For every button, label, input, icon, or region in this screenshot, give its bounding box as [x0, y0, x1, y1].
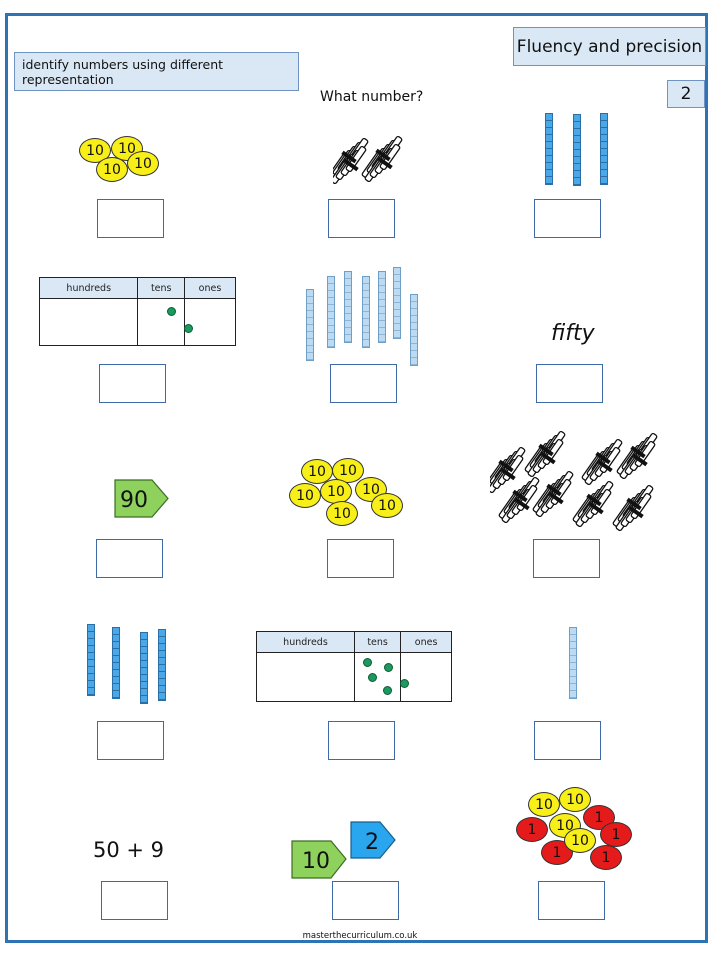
tens-stick-icon	[158, 629, 166, 701]
coin-1-icon: 1	[583, 805, 615, 830]
number-card-arrow-icon: 2	[350, 821, 396, 859]
pv-cell-ones	[183, 298, 237, 346]
answer-box[interactable]	[96, 539, 163, 578]
footer-url: masterthecurriculum.co.uk	[302, 931, 418, 941]
coin-1-icon: 1	[600, 822, 632, 847]
number-card-label: 90	[120, 488, 148, 513]
page-border	[5, 13, 708, 943]
answer-box[interactable]	[538, 881, 605, 920]
addition-expression: 50 + 9	[93, 838, 165, 862]
answer-box[interactable]	[99, 364, 166, 403]
coin-10-icon: 10	[320, 479, 352, 504]
answer-box[interactable]	[101, 881, 168, 920]
tens-stick-icon	[569, 627, 577, 699]
pv-header-hundreds: hundreds	[256, 631, 355, 653]
coin-10-icon: 10	[96, 157, 128, 182]
place-value-counter-icon	[383, 663, 393, 672]
coin-10-icon: 10	[564, 828, 596, 853]
straw-bundles-20	[333, 135, 404, 185]
answer-box[interactable]	[536, 364, 603, 403]
number-word: fifty	[551, 321, 595, 346]
number-card-arrow-icon: 90	[114, 479, 169, 518]
straw-bundle-icon	[580, 438, 624, 486]
answer-box[interactable]	[534, 721, 601, 760]
answer-box[interactable]	[330, 364, 397, 403]
place-value-chart: hundreds tens ones	[256, 631, 452, 702]
answer-box[interactable]	[534, 199, 601, 238]
pv-header-tens: tens	[353, 631, 402, 653]
coin-10-icon: 10	[371, 493, 403, 518]
straw-bundle-icon	[531, 470, 575, 518]
tens-stick-icon	[393, 267, 401, 339]
number-card-label: 10	[302, 849, 330, 874]
pv-header-ones: ones	[183, 277, 237, 299]
tens-stick-icon	[112, 627, 120, 699]
coin-10-icon: 10	[332, 458, 364, 483]
number-cards-12: 2 10	[291, 821, 396, 879]
place-value-counter-icon	[382, 686, 392, 695]
tens-stick-icon	[87, 624, 95, 696]
tens-stick-icon	[378, 271, 386, 343]
place-value-counter-icon	[367, 673, 377, 682]
straw-bundle-icon	[333, 137, 370, 185]
straw-bundle-icon	[571, 480, 615, 528]
page-number: 2	[667, 80, 705, 108]
pv-cell-ones	[400, 652, 452, 702]
learning-objective: identify numbers using different represe…	[14, 52, 299, 91]
answer-box[interactable]	[97, 721, 164, 760]
coin-1-icon: 1	[590, 845, 622, 870]
coin-10-icon: 10	[127, 151, 159, 176]
tens-stick-icon	[410, 294, 418, 366]
place-value-chart: hundreds tens ones	[38, 277, 237, 346]
coin-1-icon: 1	[516, 817, 548, 842]
tens-stick-icon	[327, 276, 335, 348]
answer-box[interactable]	[533, 539, 600, 578]
coin-10-icon: 10	[289, 483, 321, 508]
tens-stick-icon	[306, 289, 314, 361]
pv-header-tens: tens	[137, 277, 185, 299]
tens-stick-icon	[600, 113, 608, 185]
tens-stick-icon	[573, 114, 581, 186]
straw-bundle-icon	[490, 446, 527, 494]
place-value-counter-icon	[362, 658, 372, 667]
straw-bundle-icon	[523, 430, 567, 478]
answer-box[interactable]	[328, 721, 395, 760]
question-title: What number?	[320, 89, 424, 105]
pv-cell-tens	[353, 652, 409, 702]
coin-10-icon: 10	[559, 787, 591, 812]
answer-box[interactable]	[328, 199, 395, 238]
pv-header-hundreds: hundreds	[38, 277, 139, 299]
straw-bundle-icon	[615, 432, 659, 480]
coin-10-icon: 10	[326, 501, 358, 526]
pv-header-ones: ones	[400, 631, 452, 653]
answer-box[interactable]	[97, 199, 164, 238]
straw-bundles-80	[490, 430, 659, 532]
place-value-counter-icon	[167, 307, 177, 316]
straw-bundle-icon	[611, 484, 655, 532]
pv-cell-hundreds	[38, 298, 139, 346]
tens-stick-icon	[362, 276, 370, 348]
tens-stick-icon	[545, 113, 553, 185]
pv-cell-hundreds	[256, 652, 355, 702]
number-card-label: 2	[365, 830, 379, 855]
number-card-arrow-icon: 10	[291, 840, 347, 879]
answer-box[interactable]	[332, 881, 399, 920]
tens-stick-icon	[344, 271, 352, 343]
strand-label: Fluency and precision	[513, 27, 706, 66]
coin-10-icon: 10	[528, 792, 560, 817]
tens-stick-icon	[140, 632, 148, 704]
straw-bundle-icon	[497, 476, 541, 524]
answer-box[interactable]	[327, 539, 394, 578]
pv-cell-tens	[137, 298, 194, 346]
